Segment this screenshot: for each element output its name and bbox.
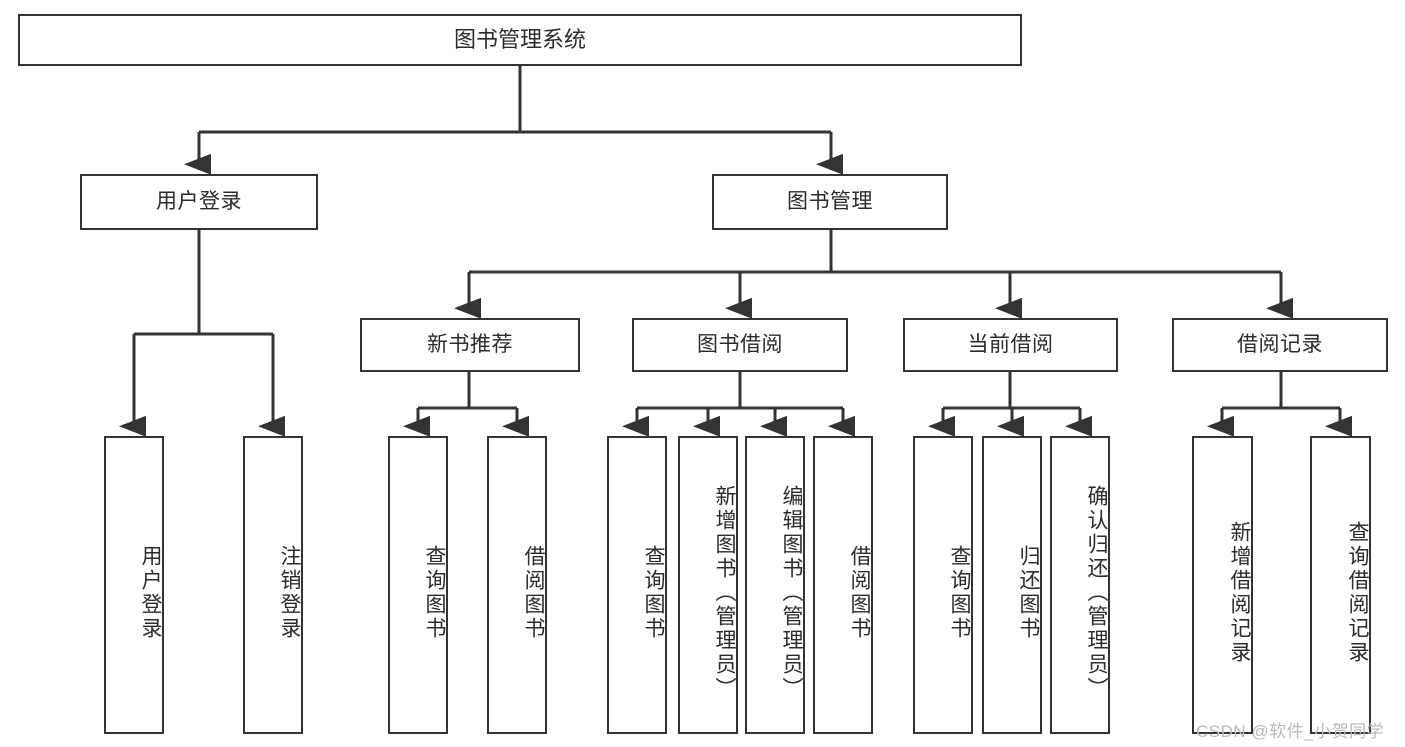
leaf-add-borrow-record[interactable]: 新增借阅记录: [1192, 436, 1253, 734]
leaf-label: 查询借阅记录: [1346, 521, 1369, 665]
leaf-query-borrow-record[interactable]: 查询借阅记录: [1310, 436, 1371, 734]
leaf-label: 确认归还（管理员）: [1085, 485, 1108, 701]
leaf-user-login[interactable]: 用户登录: [104, 436, 164, 734]
node-root[interactable]: 图书管理系统: [18, 14, 1022, 66]
leaf-logout[interactable]: 注销登录: [243, 436, 303, 734]
leaf-label: 归还图书: [1017, 545, 1040, 641]
node-borrow-record[interactable]: 借阅记录: [1172, 318, 1388, 372]
leaf-borrow-book-bb[interactable]: 借阅图书: [813, 436, 873, 734]
leaf-borrow-book-nbr[interactable]: 借阅图书: [487, 436, 547, 734]
node-book-borrow[interactable]: 图书借阅: [632, 318, 848, 372]
leaf-return-book[interactable]: 归还图书: [982, 436, 1042, 734]
node-current-borrow[interactable]: 当前借阅: [903, 318, 1118, 372]
leaf-label: 新增借阅记录: [1228, 521, 1251, 665]
leaf-query-book-cb[interactable]: 查询图书: [913, 436, 973, 734]
leaf-query-book-nbr[interactable]: 查询图书: [388, 436, 448, 734]
leaf-query-book-bb[interactable]: 查询图书: [607, 436, 667, 734]
leaf-label: 用户登录: [139, 545, 162, 641]
leaf-label: 查询图书: [423, 545, 446, 641]
leaf-label: 注销登录: [278, 545, 301, 641]
leaf-label: 编辑图书（管理员）: [780, 485, 803, 701]
node-user-login[interactable]: 用户登录: [80, 174, 318, 230]
leaf-label: 借阅图书: [522, 545, 545, 641]
leaf-edit-book-admin[interactable]: 编辑图书（管理员）: [745, 436, 805, 734]
leaf-add-book-admin[interactable]: 新增图书（管理员）: [678, 436, 738, 734]
leaf-label: 查询图书: [948, 545, 971, 641]
leaf-label: 新增图书（管理员）: [713, 485, 736, 701]
node-book-management[interactable]: 图书管理: [712, 174, 948, 230]
leaf-label: 借阅图书: [848, 545, 871, 641]
node-new-book-recommend[interactable]: 新书推荐: [360, 318, 580, 372]
leaf-label: 查询图书: [642, 545, 665, 641]
leaf-confirm-return-admin[interactable]: 确认归还（管理员）: [1050, 436, 1110, 734]
csdn-watermark: CSDN @软件_小贺同学: [1196, 722, 1385, 741]
